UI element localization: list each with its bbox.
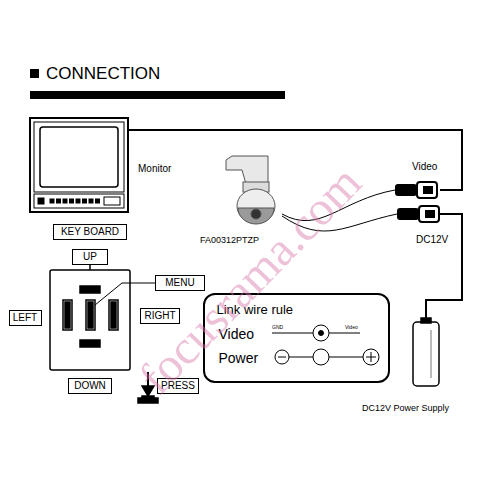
key-label-box: KEY BOARD [53, 224, 127, 240]
device-name: Monitor [138, 164, 171, 174]
title-bullet [30, 69, 39, 78]
key-label-box: PRESS [157, 378, 199, 394]
model-number: FA00312PTZP [200, 236, 259, 245]
video-connector [395, 182, 437, 198]
key-label: RIGHT [144, 311, 175, 321]
monitor-button [57, 199, 61, 203]
legend-box: Link wire ruleVideoPower [203, 293, 390, 383]
key-label: KEY BOARD [61, 227, 119, 237]
monitor-button [63, 199, 67, 203]
ptz-camera [226, 156, 275, 224]
signal-name: DC12V [416, 235, 448, 245]
key-label: DOWN [74, 381, 106, 391]
monitor-button [96, 199, 100, 203]
signal-name: Video [412, 162, 437, 172]
key-label-box: UP [72, 249, 108, 265]
monitor-button [83, 199, 87, 203]
monitor-button [76, 199, 80, 203]
key-label: PRESS [161, 381, 195, 391]
key-label: UP [83, 252, 97, 262]
keypad-illustration [50, 265, 158, 403]
device-name: DC12V Power Supply [362, 404, 449, 413]
key-label-box: LEFT [9, 310, 42, 326]
key-label: LEFT [13, 313, 37, 323]
monitor-button [50, 199, 54, 203]
power-connector [397, 206, 439, 222]
monitor-button [89, 199, 93, 203]
key-label: MENU [165, 278, 194, 288]
title: CONNECTION [46, 65, 160, 82]
key-label-box: RIGHT [140, 308, 180, 324]
pin-name: GND [272, 325, 283, 330]
signal-name: Power [219, 351, 259, 365]
monitor-button [70, 199, 74, 203]
legend-heading: Link wire rule [217, 303, 294, 316]
power-supply [413, 318, 439, 386]
monitor-illustration [30, 118, 128, 212]
signal-name: Video [219, 327, 255, 341]
pin-name: Video [345, 325, 358, 330]
key-label-box: DOWN [68, 378, 112, 394]
wire-rule-symbols [272, 325, 379, 365]
title-bar [30, 91, 285, 99]
key-label-box: MENU [155, 275, 205, 291]
